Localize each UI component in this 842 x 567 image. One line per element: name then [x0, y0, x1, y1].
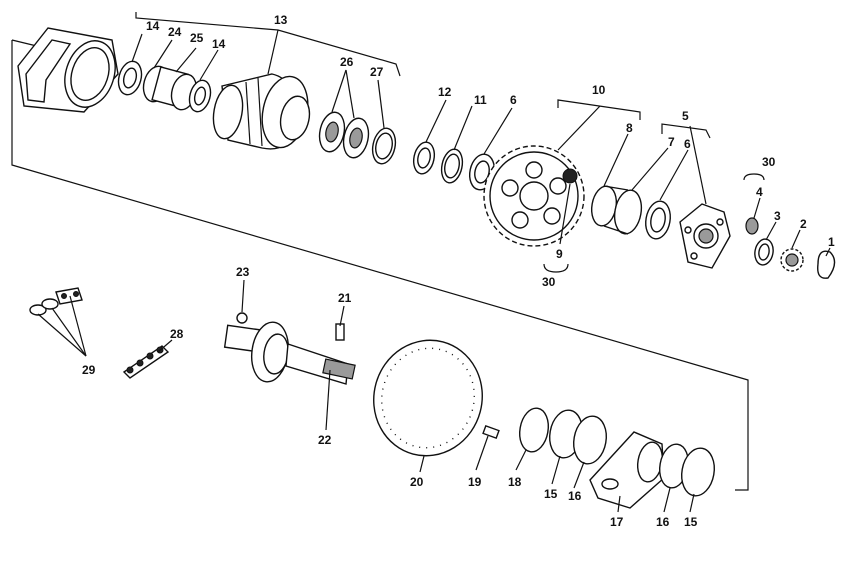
rear-bearings-and-seals — [518, 407, 607, 465]
sprocket-spacers — [590, 185, 671, 240]
callout-18: 18 — [508, 475, 522, 489]
callout-26: 26 — [340, 55, 354, 69]
rear-sprocket — [483, 145, 585, 247]
eccentric-hub — [212, 73, 311, 150]
callout-15b: 15 — [684, 515, 698, 529]
callout-4: 4 — [756, 185, 763, 199]
rear-axle-hub — [223, 312, 356, 385]
brake-disc — [373, 339, 483, 457]
callout-2: 2 — [800, 217, 807, 231]
callout-21: 21 — [338, 291, 352, 305]
callout-8: 8 — [626, 121, 633, 135]
callout-16a: 16 — [568, 489, 582, 503]
master-link — [29, 287, 83, 316]
axle-nut-stack — [745, 217, 836, 279]
chain-guard-housing — [17, 27, 119, 113]
callout-22: 22 — [318, 433, 332, 447]
callout-10: 10 — [592, 83, 606, 97]
callout-15a: 15 — [544, 487, 558, 501]
callout-30b: 30 — [542, 275, 556, 289]
callout-5: 5 — [682, 109, 689, 123]
callout-19: 19 — [468, 475, 482, 489]
sprocket-flange — [679, 203, 731, 269]
callout-7: 7 — [668, 135, 675, 149]
hub-bearings — [318, 111, 397, 165]
callout-11: 11 — [474, 93, 487, 107]
callout-25: 25 — [190, 31, 204, 45]
callout-28: 28 — [170, 327, 184, 341]
callout-6a: 6 — [510, 93, 517, 107]
caliper-bracket — [589, 431, 715, 509]
disc-bolt — [482, 424, 500, 440]
callout-3: 3 — [774, 209, 781, 223]
callout-labels: 14 24 25 14 13 26 27 12 11 6 10 8 5 7 6 … — [82, 13, 835, 529]
leader-lines — [37, 12, 831, 513]
callout-1: 1 — [828, 235, 835, 249]
bearing-stack — [117, 60, 212, 113]
spacer-washers — [412, 141, 496, 191]
callout-20: 20 — [410, 475, 424, 489]
callout-17: 17 — [610, 515, 624, 529]
callout-12: 12 — [438, 85, 452, 99]
callout-23: 23 — [236, 265, 250, 279]
callout-14a: 14 — [146, 19, 160, 33]
assembly-outline — [11, 40, 749, 491]
callout-9: 9 — [556, 247, 563, 261]
callout-6b: 6 — [684, 137, 691, 151]
callout-30a: 30 — [762, 155, 776, 169]
callout-27: 27 — [370, 65, 384, 79]
drive-chain — [122, 345, 170, 379]
callout-16b: 16 — [656, 515, 670, 529]
callout-24: 24 — [168, 25, 182, 39]
callout-13: 13 — [274, 13, 288, 27]
callout-29: 29 — [82, 363, 96, 377]
callout-14b: 14 — [212, 37, 226, 51]
